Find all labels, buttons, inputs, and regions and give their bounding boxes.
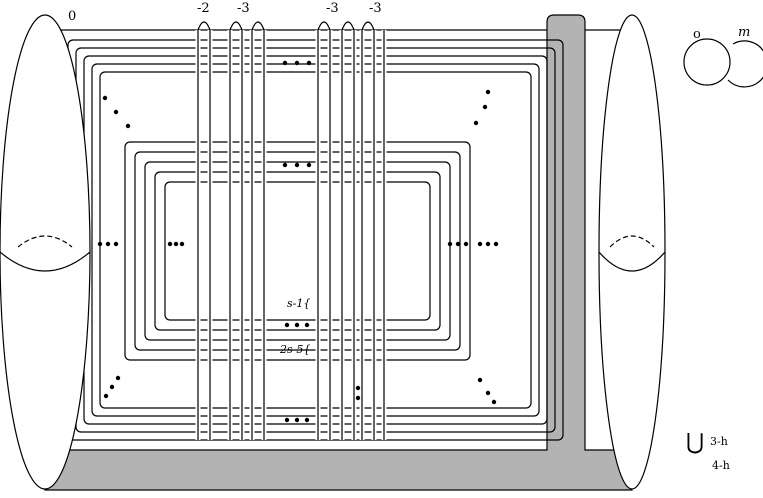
framing-label: -2	[197, 1, 210, 16]
strand-cap	[197, 21, 211, 31]
gray-band	[44, 14, 633, 491]
dot	[482, 104, 488, 110]
hopf-circle-0	[683, 38, 731, 86]
strand-cap	[229, 21, 243, 31]
dot	[485, 390, 491, 396]
strand-cap	[317, 21, 331, 31]
dot	[304, 322, 310, 328]
dot	[294, 60, 300, 66]
right-cylinder-rim-hidden	[609, 235, 655, 248]
dot	[473, 120, 479, 126]
inner-loop	[144, 161, 451, 341]
dot	[477, 241, 483, 247]
four-handles-label: 4-h	[712, 459, 730, 472]
dot	[102, 95, 108, 101]
strand-cap	[251, 21, 265, 31]
dot	[97, 241, 103, 247]
hopf-label-m: m	[738, 25, 751, 40]
dot	[113, 241, 119, 247]
dot	[306, 60, 312, 66]
dot	[105, 241, 111, 247]
dot	[355, 395, 361, 401]
strand-cap	[341, 21, 355, 31]
dot	[173, 241, 179, 247]
link-strands	[45, 21, 632, 441]
union-symbol: ⋃	[686, 430, 705, 455]
dot	[125, 123, 131, 129]
dot	[477, 377, 483, 383]
left-cylinder-rim	[0, 251, 91, 272]
hopf-circle-m	[727, 40, 763, 88]
dot	[282, 162, 288, 168]
dot	[294, 417, 300, 423]
dot	[179, 241, 185, 247]
2s-minus-5-label: 2s-5{	[280, 343, 311, 356]
dot	[491, 399, 497, 405]
dot	[447, 241, 453, 247]
s-minus-1-label: s-1{	[287, 297, 311, 310]
dot	[493, 241, 499, 247]
dot	[485, 89, 491, 95]
hopf-link	[683, 38, 763, 88]
framing-label: -3	[326, 1, 339, 16]
framing-label: -3	[369, 1, 382, 16]
dot	[115, 375, 121, 381]
dot	[284, 322, 290, 328]
dot	[485, 241, 491, 247]
dot	[304, 417, 310, 423]
hopf-label-0: o	[693, 27, 701, 42]
inner-loop	[134, 151, 461, 351]
dot	[103, 393, 109, 399]
dot	[306, 162, 312, 168]
three-handles-label: 3-h	[710, 435, 728, 448]
dot	[294, 322, 300, 328]
framing-zero-label: 0	[68, 9, 77, 24]
strand-cap	[361, 21, 375, 31]
dot	[455, 241, 461, 247]
dot	[113, 109, 119, 115]
left-cylinder-ellipse	[0, 14, 91, 490]
cylinders	[0, 14, 666, 490]
dot	[109, 384, 115, 390]
inner-loop	[164, 181, 431, 321]
dot	[463, 241, 469, 247]
dot	[167, 241, 173, 247]
dot	[355, 385, 361, 391]
framing-label: -3	[237, 1, 250, 16]
dot	[282, 60, 288, 66]
right-cylinder-rim	[598, 251, 666, 272]
inner-loop	[154, 171, 441, 331]
inner-loop	[124, 141, 471, 361]
right-cylinder-ellipse	[598, 14, 666, 490]
dot	[294, 162, 300, 168]
ellipsis-dots	[97, 60, 499, 423]
gray-band-shape	[44, 14, 633, 491]
dot	[284, 417, 290, 423]
